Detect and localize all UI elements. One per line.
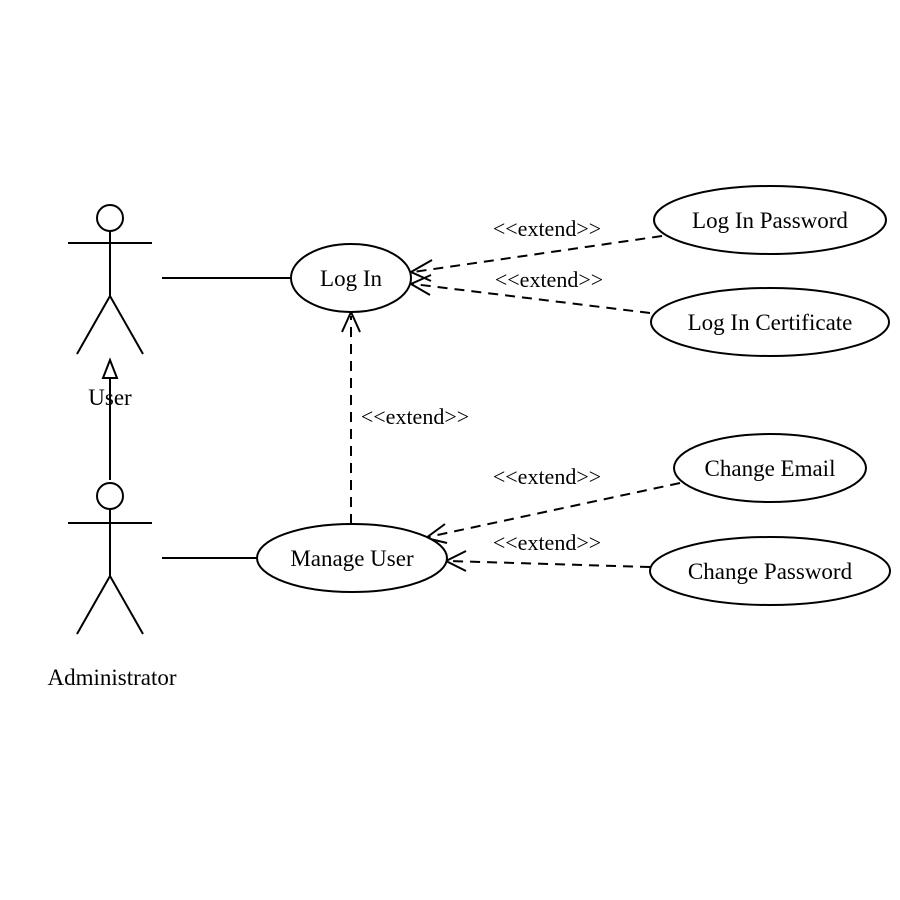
extend-change-password-label: <<extend>>: [493, 530, 601, 555]
actor-user-left-leg: [76, 295, 111, 355]
actor-user-right-leg: [109, 295, 144, 355]
extend-log-in-password-label: <<extend>>: [493, 216, 601, 241]
use-case-change-password-label: Change Password: [688, 559, 853, 584]
extend-change-email-label: <<extend>>: [493, 464, 601, 489]
use-case-log-in-password-label: Log In Password: [692, 208, 848, 233]
use-case-log-in-certificate-ellipse: [650, 287, 890, 357]
use-case-change-password[interactable]: Change Password: [649, 536, 891, 606]
use-case-change-email[interactable]: Change Email: [673, 433, 867, 503]
use-case-change-email-label: Change Email: [705, 456, 836, 481]
extend-log-in-password: <<extend>>: [408, 216, 663, 282]
actor-administrator-label: Administrator: [47, 665, 176, 690]
generalization-administrator-user: [101, 357, 119, 480]
use-case-log-in-password[interactable]: Log In Password: [653, 185, 887, 255]
extend-change-password-line: [447, 560, 651, 568]
extend-manage-user-label: <<extend>>: [361, 404, 469, 429]
actor-administrator-head: [96, 482, 124, 510]
actor-user-head: [96, 204, 124, 232]
use-case-log-in-label: Log In: [320, 266, 382, 291]
extend-log-in-certificate: <<extend>>: [408, 267, 651, 314]
use-case-manage-user[interactable]: Manage User: [256, 523, 448, 593]
use-case-log-in-certificate-label: Log In Certificate: [688, 310, 853, 335]
extend-log-in-certificate-line: [412, 283, 651, 314]
actor-administrator[interactable]: Administrator: [47, 482, 177, 690]
extend-change-password: <<extend>>: [443, 530, 651, 572]
extend-change-email: <<extend>>: [423, 464, 681, 544]
use-case-change-password-ellipse: [649, 536, 891, 606]
use-case-log-in-password-ellipse: [653, 185, 887, 255]
extend-change-email-line: [427, 482, 681, 538]
actor-administrator-left-leg: [76, 575, 111, 635]
extend-log-in-password-line: [412, 235, 663, 273]
use-case-manage-user-label: Manage User: [290, 546, 414, 571]
use-case-manage-user-ellipse: [256, 523, 448, 593]
use-case-change-email-ellipse: [673, 433, 867, 503]
actor-administrator-right-leg: [109, 575, 144, 635]
use-case-log-in-ellipse: [290, 243, 412, 313]
extend-log-in-certificate-label: <<extend>>: [495, 267, 603, 292]
use-case-log-in[interactable]: Log In: [290, 243, 412, 313]
extend-manage-user: <<extend>>: [341, 309, 469, 524]
use-case-log-in-certificate[interactable]: Log In Certificate: [650, 287, 890, 357]
generalization-triangle-head: [101, 357, 119, 379]
